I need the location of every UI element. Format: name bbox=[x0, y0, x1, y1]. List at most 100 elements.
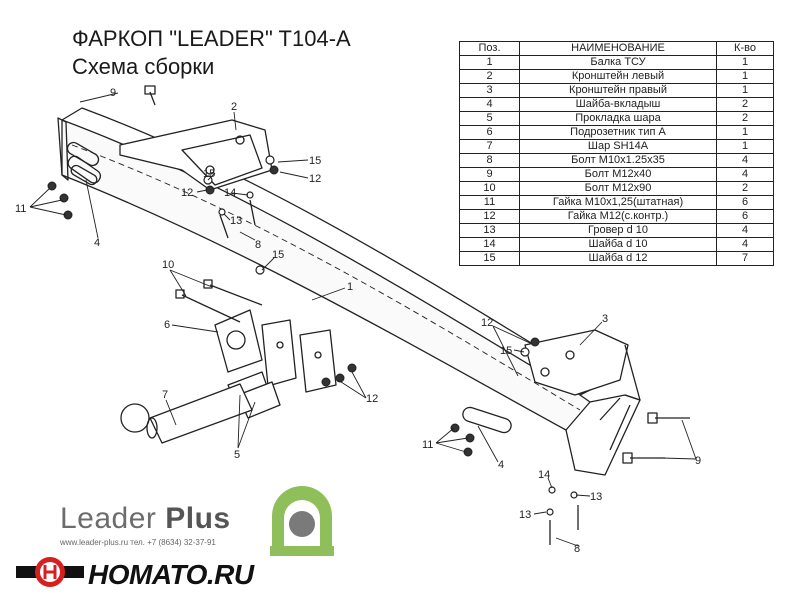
socket-plate bbox=[214, 309, 263, 373]
slot-washer-right bbox=[462, 406, 512, 434]
bolt-m12-r1-head bbox=[647, 412, 658, 424]
callout-9: 9 bbox=[695, 455, 701, 467]
tow-ball bbox=[120, 403, 150, 433]
callout-15: 15 bbox=[203, 168, 215, 180]
bolt-m10-l2 bbox=[249, 199, 256, 226]
nut-12-5 bbox=[530, 337, 540, 347]
bolt-m12-top-head bbox=[144, 85, 156, 95]
washer-15-4 bbox=[520, 347, 530, 357]
callout-14: 14 bbox=[224, 187, 236, 199]
cell-pos: 5 bbox=[459, 111, 520, 126]
long-bolt-2 bbox=[209, 284, 263, 306]
callout-6: 6 bbox=[164, 319, 170, 331]
long-bolt-head-1 bbox=[175, 289, 185, 299]
nut-12-4 bbox=[347, 363, 357, 373]
col-qty: К-во bbox=[716, 41, 774, 56]
cell-pos: 12 bbox=[459, 209, 520, 224]
callout-7: 7 bbox=[162, 389, 168, 401]
callout-9: 9 bbox=[110, 87, 116, 99]
leader-7 bbox=[165, 399, 177, 426]
cell-qty: 1 bbox=[716, 55, 774, 70]
callout-4: 4 bbox=[498, 459, 504, 471]
nut-11-4 bbox=[450, 423, 460, 433]
leader-12b bbox=[196, 189, 208, 193]
leader-9a bbox=[79, 92, 119, 103]
bolt-m12-r2-head bbox=[622, 452, 633, 464]
cell-pos: 11 bbox=[459, 195, 520, 210]
cell-pos: 13 bbox=[459, 223, 520, 238]
leader-13a bbox=[223, 213, 231, 221]
cell-pos: 15 bbox=[459, 251, 520, 266]
page-title: ФАРКОП "LEADER" T104-A bbox=[72, 26, 351, 51]
leader-13b bbox=[575, 494, 591, 497]
cell-name: Кронштейн левый bbox=[519, 69, 717, 84]
callout-5: 5 bbox=[234, 449, 240, 461]
cell-name: Кронштейн правый bbox=[519, 83, 717, 98]
callout-4: 4 bbox=[94, 237, 100, 249]
leader-11b bbox=[435, 427, 469, 453]
cell-name: Шайба d 10 bbox=[519, 237, 717, 252]
callout-1: 1 bbox=[347, 281, 353, 293]
cell-name: Гровер d 10 bbox=[519, 223, 717, 238]
leader-5 bbox=[237, 394, 256, 449]
callout-11: 11 bbox=[15, 203, 26, 215]
col-pos: Поз. bbox=[459, 41, 520, 56]
leader-8b bbox=[555, 537, 579, 547]
cell-pos: 4 bbox=[459, 97, 520, 112]
socket-plate-hole bbox=[226, 330, 246, 350]
callout-2: 2 bbox=[231, 101, 237, 113]
long-bolt-1 bbox=[181, 294, 241, 323]
callout-12: 12 bbox=[309, 173, 321, 185]
page-subtitle: Схема сборки bbox=[72, 54, 215, 79]
cell-pos: 2 bbox=[459, 69, 520, 84]
tow-ball-neck bbox=[146, 417, 158, 439]
mount-hole-b bbox=[314, 351, 322, 359]
cell-name: Болт М10х1.25х35 bbox=[519, 153, 717, 168]
left-bracket bbox=[119, 119, 273, 191]
cell-name: Болт М12х40 bbox=[519, 167, 717, 182]
brand-name: Leader bbox=[60, 502, 157, 535]
right-bracket-hole-2 bbox=[540, 367, 550, 377]
cell-pos: 8 bbox=[459, 153, 520, 168]
slot-washer-left bbox=[67, 155, 102, 184]
right-bracket-hole-1 bbox=[565, 350, 575, 360]
leader-15c bbox=[261, 257, 275, 271]
right-end-plate bbox=[565, 394, 641, 476]
right-bracket bbox=[524, 329, 629, 396]
nut-12-6 bbox=[321, 377, 331, 387]
callout-15: 15 bbox=[309, 155, 321, 167]
leader-14b bbox=[547, 477, 553, 489]
cell-name: Прокладка шара bbox=[519, 111, 717, 126]
cell-qty: 4 bbox=[716, 153, 774, 168]
leader-4b bbox=[477, 425, 499, 463]
cell-qty: 2 bbox=[716, 111, 774, 126]
callout-11: 11 bbox=[422, 439, 433, 451]
leader-13c bbox=[533, 511, 547, 515]
right-end-detail bbox=[599, 397, 631, 451]
cell-qty: 2 bbox=[716, 97, 774, 112]
left-bracket-hole-2 bbox=[205, 165, 215, 175]
cell-qty: 2 bbox=[716, 181, 774, 196]
nut-11-2 bbox=[59, 193, 69, 203]
callout-12: 12 bbox=[181, 187, 193, 199]
callout-13: 13 bbox=[230, 215, 242, 227]
callout-13: 13 bbox=[590, 491, 602, 503]
callout-15: 15 bbox=[500, 345, 512, 357]
callout-3: 3 bbox=[602, 313, 608, 325]
washer-15-1 bbox=[265, 155, 275, 165]
leader-4a bbox=[85, 179, 99, 239]
leader-15a bbox=[277, 159, 309, 163]
mount-plate-right bbox=[299, 329, 337, 393]
cell-qty: 6 bbox=[716, 209, 774, 224]
nut-11-6 bbox=[463, 447, 473, 457]
